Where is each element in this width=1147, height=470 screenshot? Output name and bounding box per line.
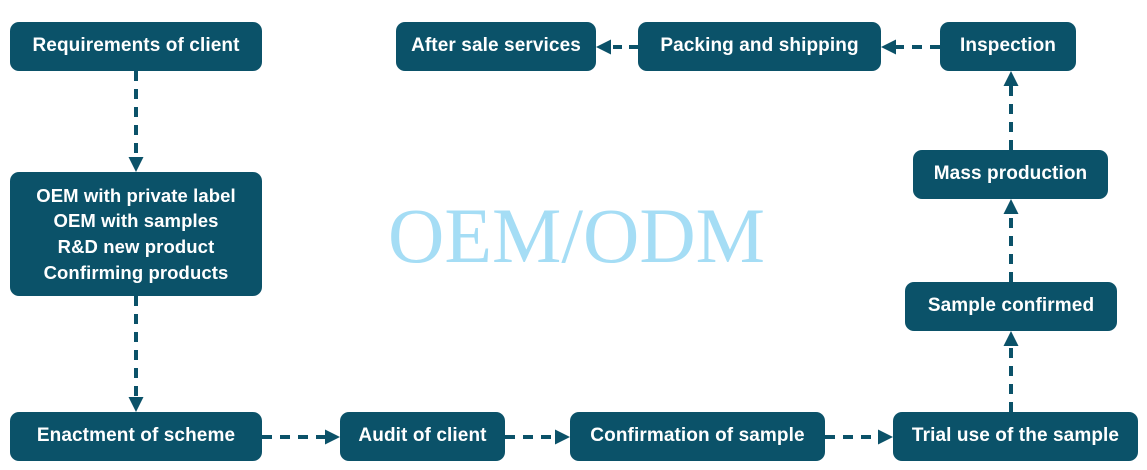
connector-mass-to-inspection — [1002, 71, 1020, 150]
node-enactment-of-scheme[interactable]: Enactment of scheme — [10, 412, 262, 461]
connector-audit-to-confirmation — [505, 428, 570, 446]
node-oem-options[interactable]: OEM with private label OEM with samples … — [10, 172, 262, 296]
node-confirmation-of-sample[interactable]: Confirmation of sample — [570, 412, 825, 461]
node-after-sale-services[interactable]: After sale services — [396, 22, 596, 71]
node-inspection[interactable]: Inspection — [940, 22, 1076, 71]
node-audit-of-client[interactable]: Audit of client — [340, 412, 505, 461]
connector-sample-confirmed-to-mass — [1002, 199, 1020, 282]
connector-trial-to-sample-confirmed — [1002, 331, 1020, 412]
node-packing-and-shipping[interactable]: Packing and shipping — [638, 22, 881, 71]
connector-requirements-to-oem — [127, 71, 145, 172]
connector-packing-to-after-sale — [596, 38, 638, 56]
connector-enactment-to-audit — [262, 428, 340, 446]
connector-inspection-to-packing — [881, 38, 940, 56]
node-trial-use-of-the-sample[interactable]: Trial use of the sample — [893, 412, 1138, 461]
diagram-title: OEM/ODM — [388, 192, 766, 279]
connector-oem-to-enactment — [127, 296, 145, 412]
node-requirements-of-client[interactable]: Requirements of client — [10, 22, 262, 71]
node-mass-production[interactable]: Mass production — [913, 150, 1108, 199]
node-sample-confirmed[interactable]: Sample confirmed — [905, 282, 1117, 331]
connector-confirmation-to-trial — [825, 428, 893, 446]
